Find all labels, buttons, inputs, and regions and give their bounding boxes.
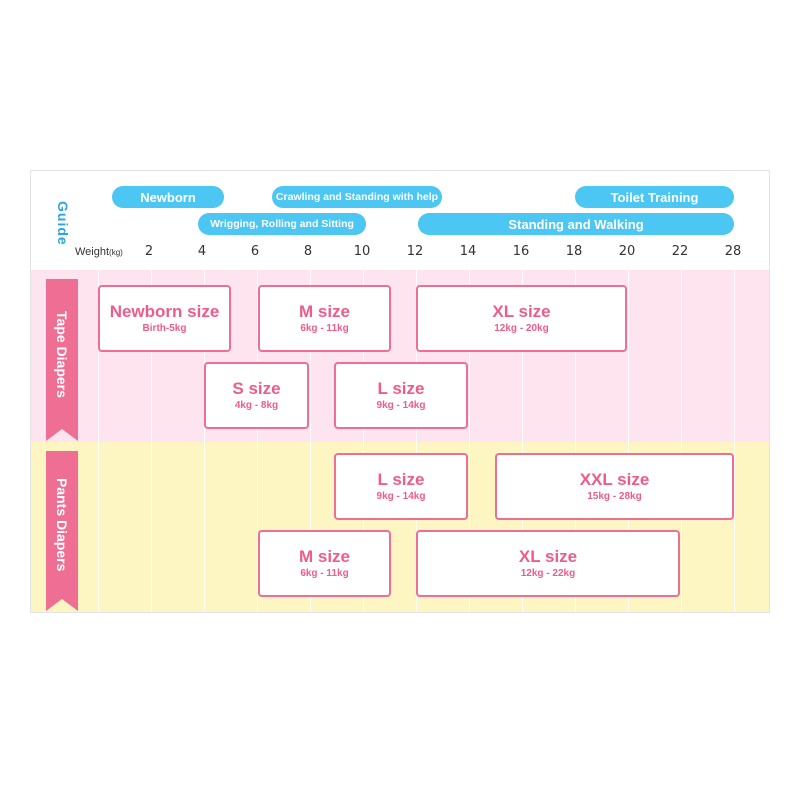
- diaper-size-chart: Guide Newborn Crawling and Standing with…: [30, 170, 770, 613]
- weight-tick: 14: [459, 244, 477, 259]
- weight-tick: 10: [353, 244, 371, 259]
- size-range: 6kg - 11kg: [300, 323, 349, 334]
- grid-line: [469, 270, 470, 612]
- tab-ribbon-shape: [46, 451, 78, 611]
- stage-wrigging: Wrigging, Rolling and Sitting: [198, 213, 366, 235]
- size-range: 12kg - 22kg: [520, 568, 576, 579]
- size-range: 6kg - 11kg: [300, 568, 349, 579]
- weight-tick: 8: [303, 244, 313, 259]
- pants-size-xxl: XXL size 15kg - 28kg: [495, 453, 734, 520]
- pants-size-l: L size 9kg - 14kg: [334, 453, 468, 520]
- weight-tick: 18: [565, 244, 583, 259]
- grid-line: [151, 270, 152, 612]
- guide-title: Guide: [55, 200, 71, 246]
- grid-line: [257, 270, 258, 612]
- size-range: 9kg - 14kg: [376, 400, 426, 411]
- grid-line: [310, 270, 311, 612]
- tab-ribbon-shape: [46, 279, 78, 441]
- size-range: 4kg - 8kg: [234, 400, 279, 411]
- grid-line: [734, 270, 735, 612]
- weight-tick: 16: [512, 244, 530, 259]
- stage-label: Standing and Walking: [508, 216, 644, 232]
- weight-tick: 4: [197, 244, 207, 259]
- weight-tick: 2: [144, 244, 154, 259]
- grid-line: [522, 270, 523, 612]
- stage-label: Wrigging, Rolling and Sitting: [210, 218, 354, 230]
- size-range: 9kg - 14kg: [376, 491, 426, 502]
- stage-standing-walking: Standing and Walking: [418, 213, 734, 235]
- size-name: L size: [377, 470, 425, 489]
- grid-line: [575, 270, 576, 612]
- grid-line: [204, 270, 205, 612]
- pants-diapers-label: Pants Diapers: [54, 478, 70, 572]
- tape-size-m: M size 6kg - 11kg: [258, 285, 391, 352]
- tape-size-newborn: Newborn size Birth-5kg: [98, 285, 231, 352]
- grid-line: [416, 270, 417, 612]
- grid-line: [98, 270, 99, 612]
- size-name: Newborn size: [109, 302, 220, 321]
- stage-toilet-training: Toilet Training: [575, 186, 734, 208]
- tape-size-s: S size 4kg - 8kg: [204, 362, 309, 429]
- weight-tick: 12: [406, 244, 424, 259]
- pants-diapers-tab: Pants Diapers: [46, 451, 78, 611]
- size-range: 15kg - 28kg: [587, 491, 642, 502]
- weight-tick: 20: [618, 244, 636, 259]
- weight-tick: 22: [671, 244, 689, 259]
- pants-size-xl: XL size 12kg - 22kg: [416, 530, 680, 597]
- grid-line: [628, 270, 629, 612]
- size-name: XXL size: [579, 470, 650, 489]
- tape-size-l: L size 9kg - 14kg: [334, 362, 468, 429]
- stage-crawling: Crawling and Standing with help: [272, 186, 442, 208]
- pants-size-m: M size 6kg - 11kg: [258, 530, 391, 597]
- size-name: L size: [377, 379, 425, 398]
- weight-axis-label: Weight(kg): [75, 246, 123, 258]
- size-range: Birth-5kg: [142, 323, 187, 334]
- tape-diapers-tab: Tape Diapers: [46, 279, 78, 441]
- size-name: M size: [298, 547, 351, 566]
- stage-newborn: Newborn: [112, 186, 224, 208]
- size-name: XL size: [518, 547, 578, 566]
- tape-diapers-label: Tape Diapers: [54, 310, 70, 398]
- stage-label: Crawling and Standing with help: [275, 191, 439, 203]
- weight-tick: 6: [250, 244, 260, 259]
- size-range: 12kg - 20kg: [494, 323, 549, 334]
- weight-tick: 28: [724, 244, 742, 259]
- grid-line: [681, 270, 682, 612]
- size-name: M size: [298, 302, 351, 321]
- stage-label: Newborn: [140, 189, 196, 205]
- tape-size-xl: XL size 12kg - 20kg: [416, 285, 627, 352]
- grid-line: [363, 270, 364, 612]
- size-name: S size: [232, 379, 281, 398]
- size-name: XL size: [492, 302, 551, 321]
- stage-label: Toilet Training: [610, 189, 699, 205]
